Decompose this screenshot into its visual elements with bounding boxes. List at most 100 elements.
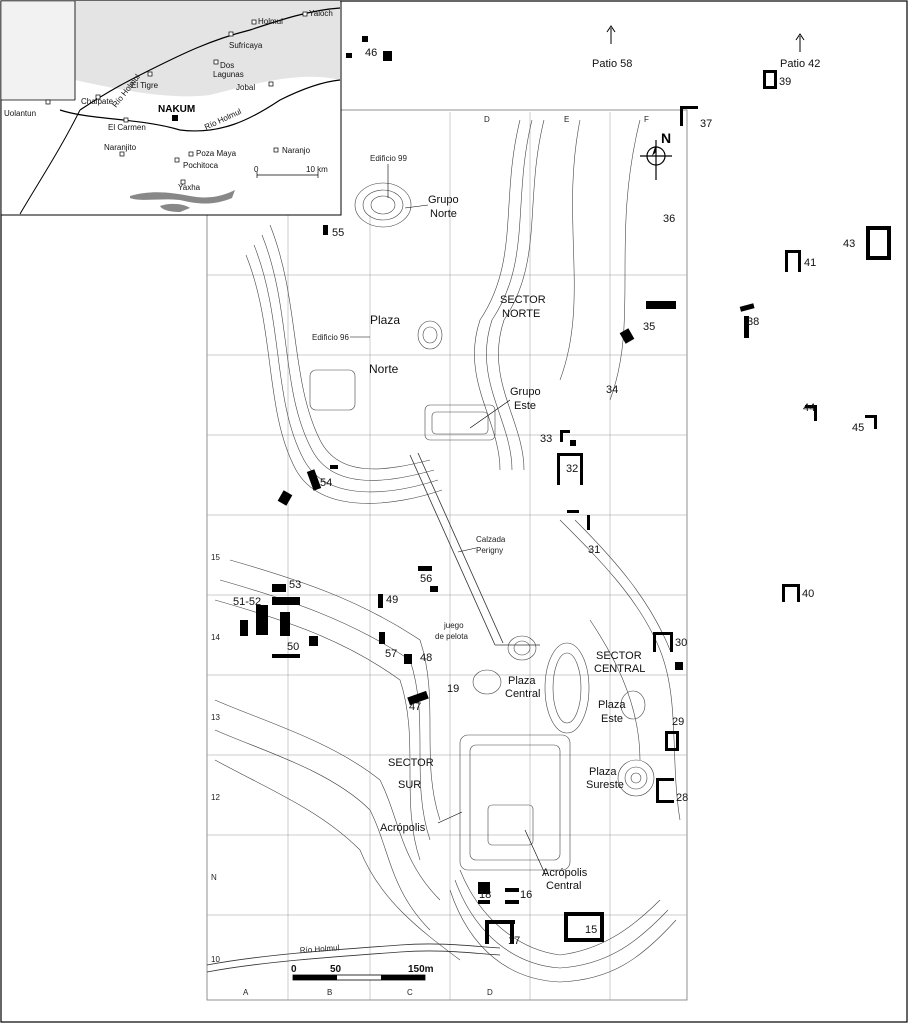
inset-place-naranjito: Naranjito [104, 143, 137, 152]
grid-row-label: 15 [211, 553, 220, 562]
label-edificio-99: Edificio 99 [370, 154, 407, 163]
label-juego-line1: juego [443, 621, 464, 630]
site-sheet [206, 109, 688, 1001]
grid-top-label: F [644, 115, 649, 124]
north-arrow-icon [640, 140, 672, 180]
label-plaza-central-line1: Plaza [508, 675, 536, 687]
structure-label: 55 [332, 227, 344, 239]
scale-label-150: 150m [408, 964, 434, 975]
inset-scale-zero: 0 [254, 165, 259, 174]
label-plaza-norte-line2: Norte [369, 362, 399, 376]
grid-top-label: E [564, 115, 569, 124]
grid-row-label: 10 [211, 955, 220, 964]
label-sector-norte-line1: SECTOR [500, 294, 546, 306]
structure-label: 35 [643, 321, 655, 333]
structure-label: 40 [802, 588, 814, 600]
inset-place-pochitoca: Pochitoca [183, 161, 219, 170]
inset-place-uolantun: Uolantun [4, 109, 36, 118]
label-sector-sur-line1: SECTOR [388, 757, 434, 769]
label-sector-norte-line2: NORTE [502, 308, 540, 320]
inset-place-poza-maya: Poza Maya [196, 149, 237, 158]
structure-label: 17 [508, 935, 520, 947]
structure-label: 34 [606, 384, 618, 396]
label-calzada-line1: Calzada [476, 535, 506, 544]
structure-label: 45 [852, 422, 864, 434]
structure-label: 36 [663, 213, 675, 225]
inset-place-dos: Dos [220, 61, 234, 70]
label-sector-central-line1: SECTOR [596, 650, 642, 662]
label-juego-line2: de pelota [435, 632, 468, 641]
inset-place-yaxha: Yaxha [178, 183, 201, 192]
location-inset-map: Yaloch Holmul Sufricaya Dos Lagunas Joba… [0, 0, 342, 216]
structure-numbers: 46 39 37 36 43 41 55 35 38 34 44 45 33 3… [233, 47, 864, 947]
area-labels: Edificio 99 Grupo Norte SECTOR NORTE Pla… [312, 154, 645, 892]
grid-row-label: 14 [211, 633, 220, 642]
label-plaza-sureste-line2: Sureste [586, 779, 624, 791]
structure-label: 50 [287, 641, 299, 653]
grid-col-label: D [487, 988, 493, 997]
structure-label: 44 [803, 402, 815, 414]
label-plaza-central-line2: Central [505, 688, 540, 700]
label-sector-sur-line2: SUR [398, 779, 421, 791]
label-grupo-este-line1: Grupo [510, 386, 541, 398]
structure-label: 31 [588, 544, 600, 556]
structure-label: 46 [365, 47, 377, 59]
scale-bar: 0 50 150m [291, 964, 434, 981]
structure-label: 51-52 [233, 596, 261, 608]
label-grupo-norte-line1: Grupo [428, 194, 459, 206]
label-plaza-este-line1: Plaza [598, 699, 626, 711]
label-grupo-este-line2: Este [514, 400, 536, 412]
label-patio-42: Patio 42 [780, 58, 820, 70]
structure-label: 41 [804, 257, 816, 269]
structure-label: 54 [320, 477, 332, 489]
inset-place-jobal: Jobal [236, 83, 255, 92]
structure-label: 32 [566, 463, 578, 475]
river: Río Holmul [206, 943, 501, 973]
north-label: N [661, 130, 671, 146]
structure-label: 37 [700, 118, 712, 130]
scale-label-50: 50 [330, 964, 342, 975]
grid-row-label: 12 [211, 793, 220, 802]
inset-place-holmul: Holmul [258, 17, 283, 26]
inset-place-chalpate: Chalpate [81, 97, 114, 106]
inset-place-naranjo: Naranjo [282, 146, 311, 155]
structure-label: 18 [479, 889, 491, 901]
arrow-up-icon [606, 25, 805, 52]
grid-col-label: C [407, 988, 413, 997]
structure-label: 16 [520, 889, 532, 901]
inset-place-sufricaya: Sufricaya [229, 41, 263, 50]
structure-label: 47 [409, 701, 421, 713]
structure-label: 56 [420, 573, 432, 585]
structure-label: 19 [447, 683, 459, 695]
inset-site-nakum: NAKUM [158, 104, 195, 115]
label-grupo-norte-line2: Norte [430, 208, 457, 220]
grid-row-label: 13 [211, 713, 220, 722]
grid-row-label: N [211, 873, 217, 882]
structure-label: 15 [585, 924, 597, 936]
label-calzada-line2: Perigny [476, 546, 503, 555]
structure-label: 48 [420, 652, 432, 664]
inset-scale-label: 10 km [306, 165, 328, 174]
inset-place-lagunas: Lagunas [213, 70, 244, 79]
label-plaza-este-line2: Este [601, 713, 623, 725]
structures [240, 36, 891, 944]
label-acropolis-central-line2: Central [546, 880, 581, 892]
label-sector-central-line2: CENTRAL [594, 663, 645, 675]
inset-place-el-tigre: El Tigre [131, 81, 159, 90]
structure-label: 49 [386, 594, 398, 606]
label-acropolis: Acrópolis [380, 822, 426, 834]
grid-col-label: B [327, 988, 332, 997]
structure-label: 30 [675, 637, 687, 649]
leader-lines [350, 164, 547, 877]
label-patio-58: Patio 58 [592, 58, 632, 70]
structure-label: 33 [540, 433, 552, 445]
structure-label: 28 [676, 792, 688, 804]
structure-label: 38 [747, 316, 759, 328]
grid-top-label: D [484, 115, 490, 124]
inset-place-yaloch: Yaloch [309, 9, 333, 18]
structure-label: 53 [289, 579, 301, 591]
scale-label-0: 0 [291, 964, 297, 975]
label-acropolis-central-line1: Acrópolis [542, 867, 588, 879]
structure-label: 29 [672, 716, 684, 728]
